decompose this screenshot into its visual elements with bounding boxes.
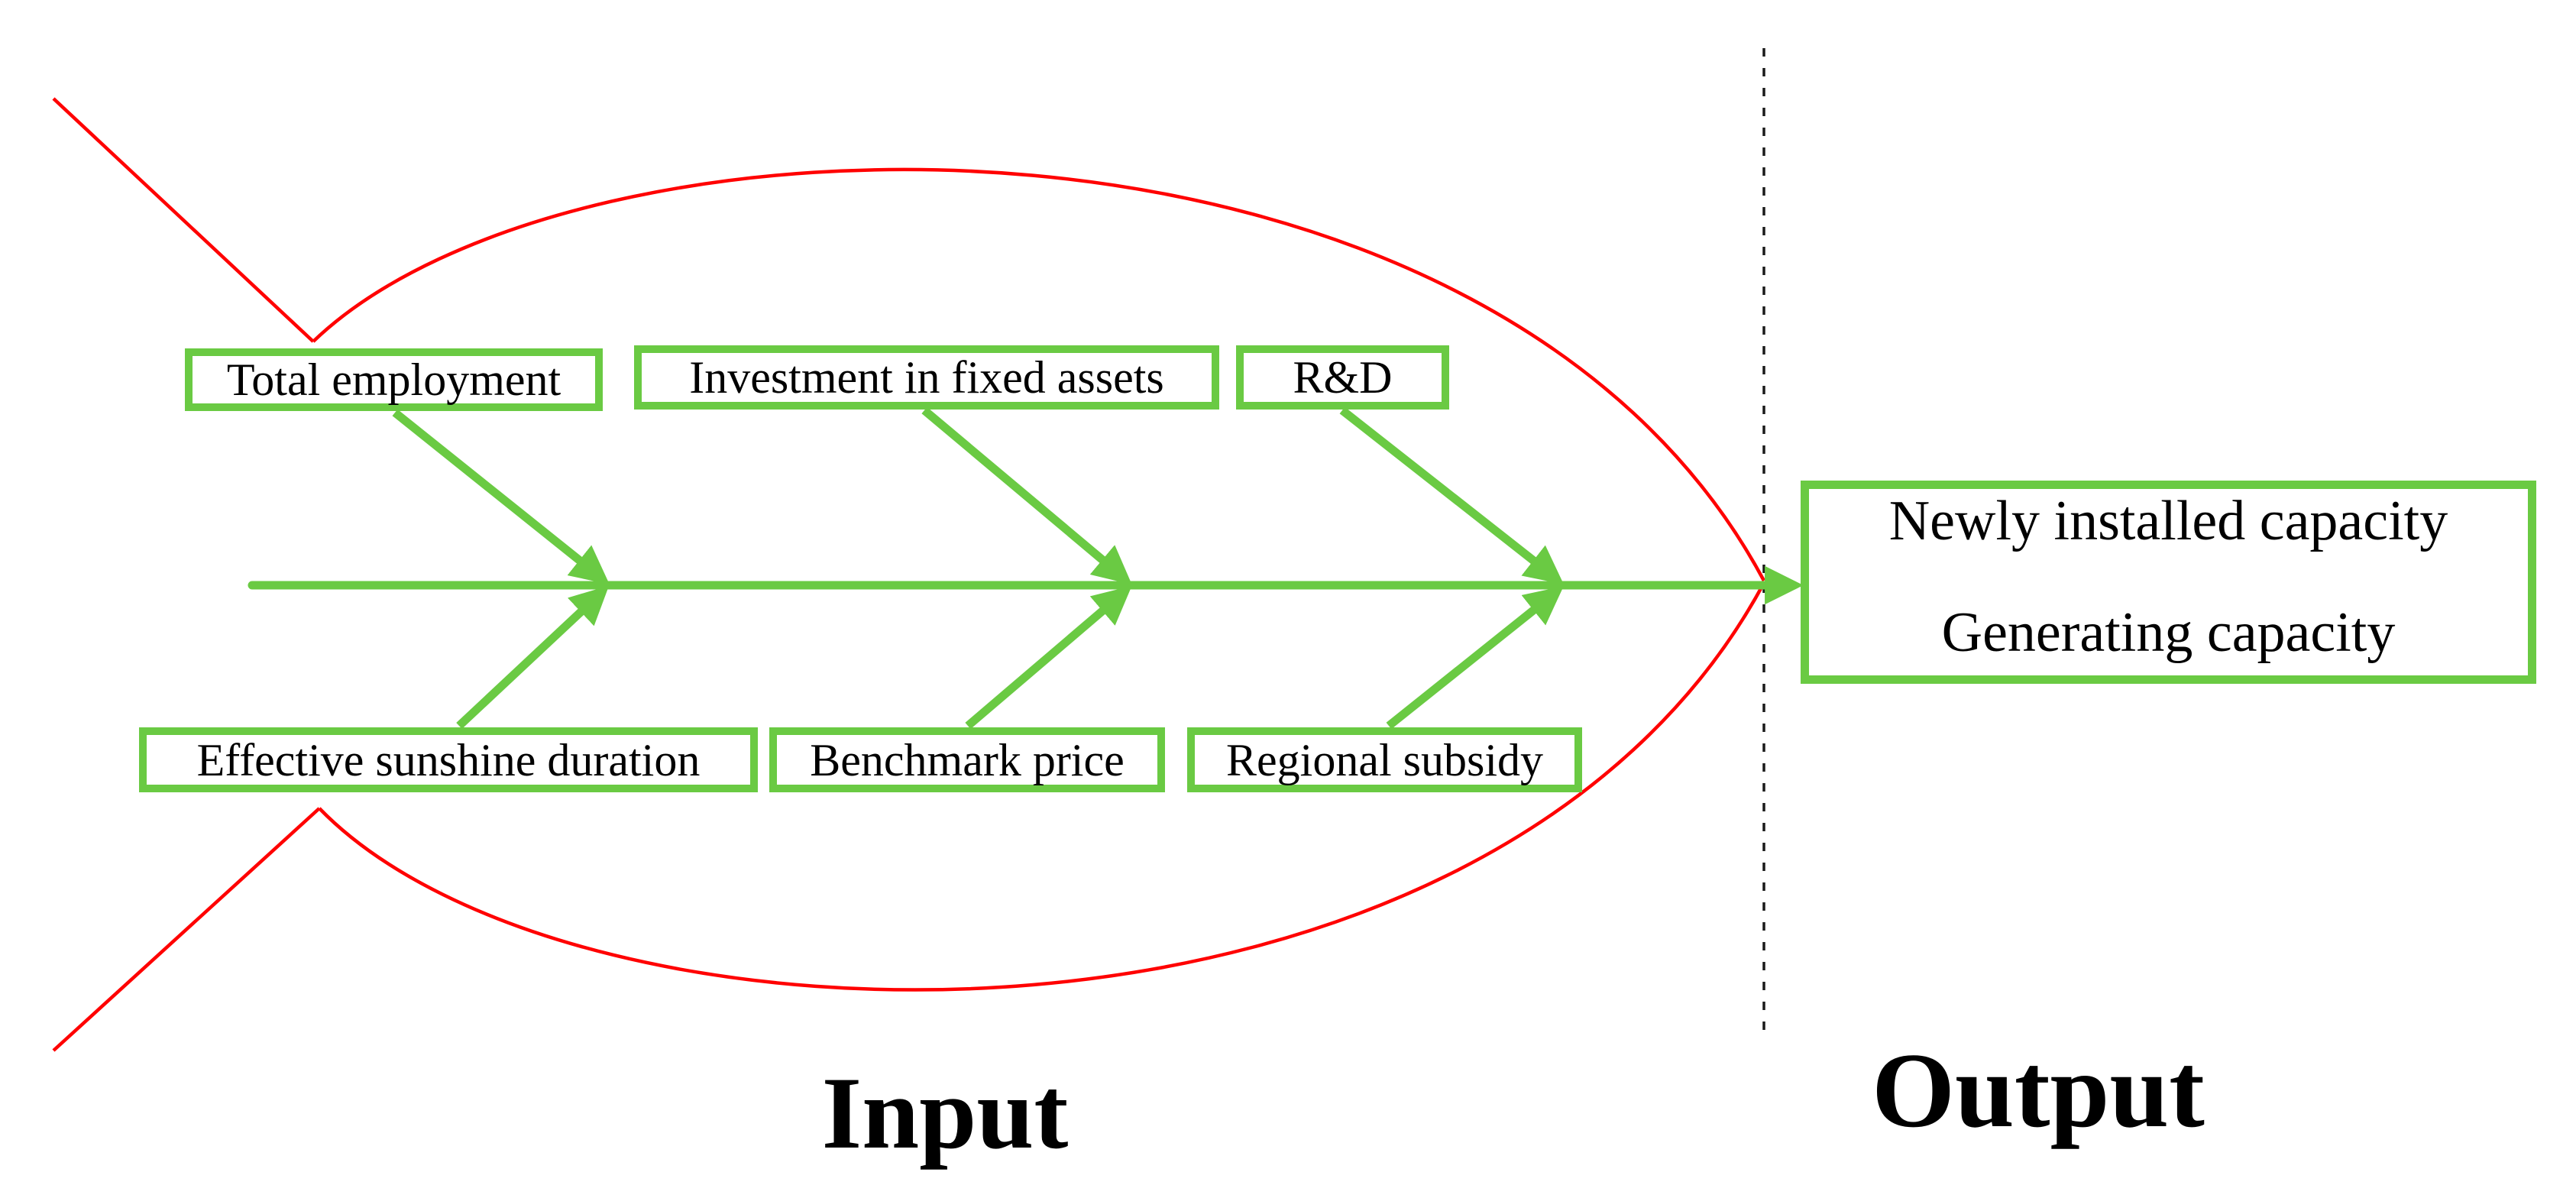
output-label-newly-installed-capacity: Newly installed capacity [1888,490,2448,552]
fish-tail-bottom-line [52,807,321,1052]
output-label-generating-capacity: Generating capacity [1941,601,2396,665]
branch-arrow-benchmark [965,585,1132,730]
cause-box-total-employment: Total employment [185,348,603,411]
cause-label-regional-subsidy: Regional subsidy [1226,734,1543,785]
branch-arrow-rd [1339,406,1564,584]
cause-label-benchmark-price: Benchmark price [810,734,1125,785]
input-section-label: Input [821,1057,1069,1170]
branch-arrow-regional [1386,586,1564,730]
cause-label-rd: R&D [1293,352,1393,403]
cause-box-rd: R&D [1236,345,1449,410]
fish-body-top-arc [312,167,1765,582]
output-section-label: Output [1872,1031,2205,1150]
branch-arrow-total-employment [392,409,610,584]
branch-arrow-sunshine [456,585,610,730]
branch-arrow-investment [921,406,1132,585]
fish-body-bottom-arc [318,581,1765,992]
cause-box-effective-sunshine-duration: Effective sunshine duration [139,727,758,792]
cause-label-total-employment: Total employment [226,355,561,405]
fish-tail-top-line [52,97,315,343]
cause-box-benchmark-price: Benchmark price [769,727,1165,792]
cause-label-investment-in-fixed-assets: Investment in fixed assets [689,352,1164,403]
cause-box-regional-subsidy: Regional subsidy [1187,727,1582,792]
output-box: Newly installed capacity Generating capa… [1801,481,2536,684]
cause-label-effective-sunshine-duration: Effective sunshine duration [196,734,701,785]
cause-box-investment-in-fixed-assets: Investment in fixed assets [634,345,1219,410]
